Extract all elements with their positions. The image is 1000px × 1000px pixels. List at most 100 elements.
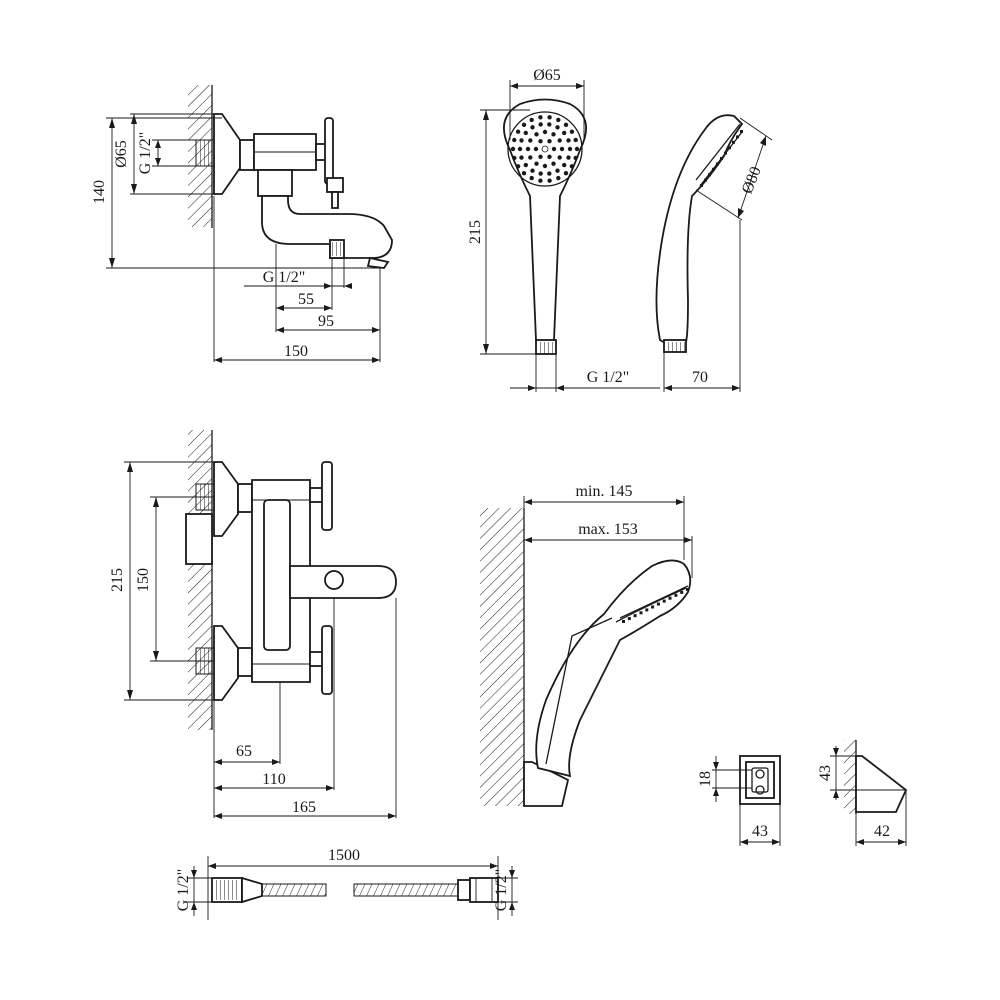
- holder-nozzle: [662, 599, 666, 603]
- dim-shower-thread: G 1/2": [587, 369, 630, 386]
- upper-handle: [321, 461, 333, 531]
- spray-hole: [534, 161, 539, 166]
- lower-handle: [321, 625, 333, 695]
- spray-hole: [521, 170, 527, 176]
- spray-hole: [515, 164, 521, 169]
- spray-hole: [523, 130, 528, 136]
- spray-hole: [566, 155, 571, 160]
- spray-hole: [533, 146, 539, 152]
- spray-hole: [538, 178, 543, 183]
- spray-hole: [563, 170, 569, 176]
- spray-hole: [555, 125, 560, 130]
- spray-hole: [538, 154, 543, 159]
- outlet-thread: [330, 242, 344, 256]
- dim-side-head-80: Ø80: [739, 164, 765, 196]
- holder-nozzle: [633, 614, 637, 618]
- dim-shower-length-215: 215: [467, 220, 484, 244]
- holder-nozzle: [645, 608, 649, 612]
- spray-hole: [521, 122, 527, 127]
- holder-nozzles: [622, 588, 689, 623]
- mixer-front-view: 215 150 65 110 165: [109, 430, 397, 819]
- spray-hole: [559, 146, 565, 152]
- inlet-thread: [195, 139, 215, 167]
- spout: [261, 195, 393, 259]
- wall-holder-front: 18 43: [697, 755, 781, 846]
- holder-nozzle: [622, 620, 625, 623]
- spray-hole: [538, 171, 543, 176]
- spray-hole: [528, 155, 533, 160]
- dim-front-height-215: 215: [109, 568, 126, 592]
- spray-hole: [573, 155, 578, 161]
- holder-nozzle: [686, 588, 689, 591]
- spray-hole: [547, 138, 552, 144]
- dim-max-153: max. 153: [578, 521, 638, 538]
- spray-hole: [517, 146, 523, 152]
- spray-hole: [551, 146, 557, 152]
- shower-thread: [536, 342, 556, 354]
- side-nozzle: [736, 135, 739, 139]
- hose-segment-right: [353, 883, 459, 897]
- dim-front-width-43: 43: [752, 823, 768, 840]
- spray-hole: [569, 164, 575, 169]
- spray-hole: [541, 145, 549, 153]
- holder-nozzle: [627, 617, 631, 621]
- spray-hole: [573, 137, 578, 143]
- shower-handle-outline: [503, 98, 587, 347]
- side-nozzle: [704, 178, 707, 182]
- side-nozzle: [700, 184, 703, 187]
- spray-hole: [542, 129, 548, 135]
- spray-hole: [542, 163, 548, 169]
- spray-hole: [551, 132, 556, 137]
- hand-shower-side: Ø80 70: [655, 114, 773, 392]
- dim-centers-150: 150: [135, 568, 152, 592]
- handle: [324, 117, 334, 185]
- spray-hole: [547, 115, 552, 120]
- dim-height-140: 140: [91, 180, 108, 204]
- side-nozzle: [716, 162, 719, 166]
- spray-hole: [547, 154, 552, 159]
- holder-nozzle: [651, 605, 655, 609]
- dim-outlet-thread: G 1/2": [263, 269, 306, 286]
- spray-hole: [538, 122, 543, 127]
- dim-hose-thread-right: G 1/2": [493, 869, 510, 912]
- side-nozzle: [712, 167, 715, 171]
- shower-hose: 1500 G 1/2" G 1/2": [175, 847, 518, 920]
- spray-hole: [556, 117, 561, 123]
- spray-hole: [557, 138, 562, 143]
- spray-hole: [528, 138, 533, 143]
- dim-offset-65: 65: [236, 743, 252, 760]
- hand-shower-front: Ø65 215 G 1/2": [467, 67, 660, 392]
- spray-hole: [547, 122, 552, 127]
- spray-holes: [510, 115, 580, 183]
- side-nozzle: [708, 173, 711, 177]
- holder-nozzle: [668, 596, 672, 600]
- dim-side-height-43: 43: [817, 765, 834, 781]
- hose-segment-left: [261, 883, 327, 897]
- shower-side-outline: [655, 114, 744, 346]
- spray-hole: [519, 155, 524, 160]
- spray-hole: [510, 146, 516, 152]
- spray-hole: [529, 175, 534, 181]
- dim-slot-18: 18: [697, 771, 714, 787]
- spray-hole: [556, 175, 561, 181]
- side-nozzle: [740, 130, 743, 133]
- spray-hole: [529, 117, 534, 123]
- dim-hose-thread-left: G 1/2": [175, 869, 192, 912]
- spray-hole: [547, 171, 552, 176]
- spray-hole: [519, 138, 524, 143]
- spray-hole: [547, 178, 552, 183]
- dim-side-width-70: 70: [692, 369, 708, 386]
- spray-hole: [512, 155, 517, 161]
- holder-assembly: min. 145 max. 153: [480, 483, 693, 807]
- dim-hose-1500: 1500: [328, 847, 360, 864]
- spray-hole: [538, 138, 543, 144]
- dim-offset-55: 55: [298, 291, 314, 308]
- spray-hole: [555, 168, 560, 173]
- spray-hole: [557, 155, 562, 160]
- spray-hole: [512, 137, 517, 143]
- spray-hole: [534, 132, 539, 137]
- holder-nozzle: [674, 593, 678, 597]
- flange: [213, 113, 241, 195]
- dim-min-145: min. 145: [576, 483, 633, 500]
- holder-nozzle: [656, 602, 660, 606]
